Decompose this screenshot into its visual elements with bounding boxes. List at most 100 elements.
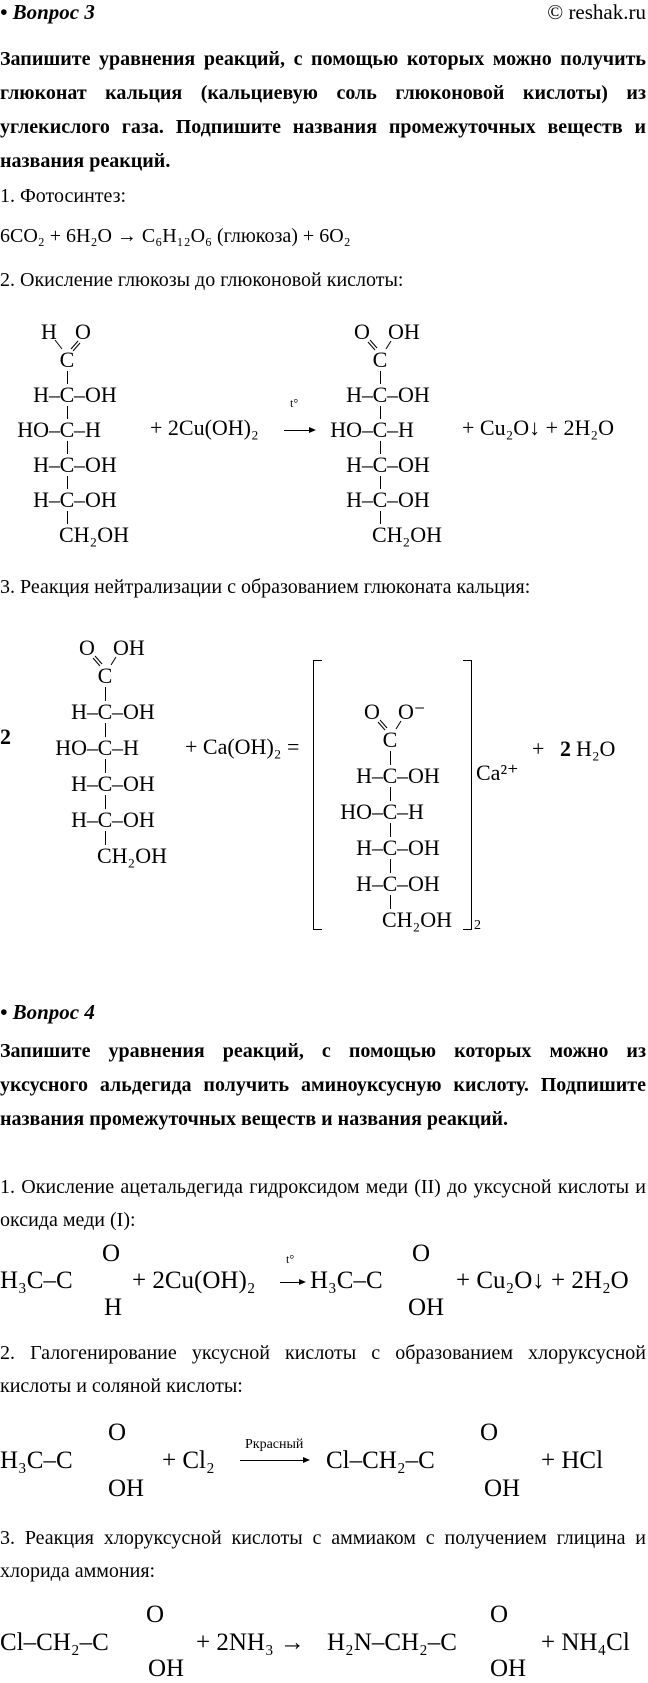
carbon-atom: C — [97, 807, 113, 832]
arrow-label-heat: t° — [290, 396, 299, 410]
substituent-right: –OH — [112, 699, 155, 724]
left-bracket — [313, 660, 322, 930]
question-3-text: Запишите уравнения реакций, с помощью ко… — [0, 48, 646, 172]
question-4-title: • Вопрос 4 — [0, 1000, 95, 1024]
bond-line — [105, 759, 106, 773]
plus-sign: + — [532, 736, 545, 761]
substituent-right: –OH — [74, 487, 117, 512]
substituent-left: H– — [356, 871, 383, 896]
reaction-arrow — [280, 1279, 306, 1285]
hydroxyl-group: OH — [108, 1475, 145, 1502]
bond-line — [390, 895, 391, 909]
bond-line — [105, 831, 106, 845]
bond-line — [380, 371, 381, 384]
top-right-atom: O⁻ — [398, 699, 426, 724]
acetaldehyde: H₃C–C — [0, 1267, 73, 1294]
substituent-left: HO– — [17, 417, 60, 442]
reaction-arrow — [240, 1457, 310, 1463]
bracket-subscript: 2 — [474, 918, 481, 933]
bond-line — [67, 371, 68, 384]
reagent-copper-hydroxide: + 2Cu(OH)₂ — [132, 1267, 256, 1294]
arrow-label-red-phosphorus: Pкрасный — [245, 1437, 304, 1452]
substituent-right: –OH — [397, 871, 440, 896]
carbon-atom: C — [382, 871, 398, 896]
hydroxymethyl-group: CH₂OH — [372, 522, 443, 547]
substituent-right: –OH — [387, 382, 430, 407]
hydroxyl-group: OH — [148, 1655, 185, 1682]
bond-line — [390, 859, 391, 873]
bond-line — [67, 406, 68, 419]
carbon-atom: C — [59, 382, 75, 407]
bond-line — [105, 795, 106, 809]
carbonyl-oxygen: O — [480, 1419, 499, 1446]
acetic-acid: H₃C–C — [310, 1267, 383, 1294]
substituent-right: –OH — [74, 382, 117, 407]
substituent-right: –OH — [387, 487, 430, 512]
q4-step-3-label: 3. Реакция хлоруксусной кислоты с аммиак… — [0, 1527, 646, 1582]
reagent-copper-hydroxide: + 2Cu(OH)₂ — [150, 415, 259, 440]
products-copper-oxide-water: + Cu₂O↓ + 2H₂O — [456, 1267, 629, 1294]
substituent-right: –OH — [397, 763, 440, 788]
carbon-atom: C — [382, 799, 398, 824]
top-bonds — [54, 339, 81, 352]
carbonyl-oxygen: O — [490, 1601, 509, 1628]
carbon-atom: C — [372, 417, 388, 442]
carbon-atom: C — [97, 663, 113, 688]
top-bonds — [367, 339, 392, 351]
bond-line — [380, 476, 381, 489]
carbon-atom: C — [372, 452, 388, 477]
products-copper-oxide-water: + Cu₂O↓ + 2H₂O — [462, 415, 614, 440]
carbon-atom: C — [382, 835, 398, 860]
substituent-left: H– — [346, 487, 373, 512]
question-4-text: Запишите уравнения реакций, с помощью ко… — [0, 1040, 646, 1130]
bond-line — [380, 406, 381, 419]
bond-line — [390, 823, 391, 837]
q4-step-2-label: 2. Галогенирование уксусной кислоты с об… — [0, 1342, 646, 1397]
arrow-label-heat: t° — [286, 1252, 295, 1266]
substituent-left: HO– — [55, 735, 98, 760]
substituent-left: H– — [33, 382, 60, 407]
reagent-ammonia: + 2NH₃ → — [196, 1629, 305, 1656]
substituent-left: HO– — [340, 799, 383, 824]
substituent-right: –H — [112, 735, 139, 760]
carbon-atom: C — [59, 347, 75, 372]
right-bracket — [463, 660, 472, 930]
bond-line — [67, 441, 68, 454]
top-right-atom: OH — [113, 635, 145, 660]
carbon-atom: C — [59, 417, 75, 442]
hydroxyl-group: OH — [490, 1655, 527, 1682]
substituent-left: HO– — [330, 417, 373, 442]
photosynthesis-equation: 6CO₂ + 6H₂O → C₆H₁₂O₆ (глюкоза) + 6O₂ — [0, 225, 351, 247]
aldehyde-hydrogen: H — [104, 1294, 123, 1321]
acetic-acid: H₃C–C — [0, 1447, 73, 1474]
hydroxymethyl-group: CH₂OH — [59, 522, 130, 547]
ammonium-chloride: + NH₄Cl — [541, 1629, 630, 1656]
coefficient: 2 — [0, 724, 11, 749]
chloroacetic-acid: Cl–CH₂–C — [0, 1629, 109, 1656]
question-3-title: • Вопрос 3 — [0, 0, 95, 24]
substituent-left: H– — [356, 763, 383, 788]
step-1-label: 1. Фотосинтез: — [0, 185, 127, 207]
bond-line — [67, 476, 68, 489]
substituent-right: –OH — [387, 452, 430, 477]
substituent-right: –H — [397, 799, 424, 824]
carbonyl-oxygen: O — [412, 1240, 431, 1267]
chloroacetic-acid: Cl–CH₂–C — [326, 1447, 435, 1474]
bond-line — [67, 511, 68, 524]
carbon-atom: C — [372, 487, 388, 512]
carbon-atom: C — [382, 727, 398, 752]
step-2-label: 2. Окисление глюкозы до глюконовой кисло… — [0, 269, 404, 291]
carbon-atom: C — [97, 699, 113, 724]
substituent-left: H– — [346, 452, 373, 477]
reagent-calcium-hydroxide: + Ca(OH)₂ = — [185, 734, 300, 759]
bond-line — [380, 441, 381, 454]
bond-line — [105, 723, 106, 737]
top-bonds — [377, 719, 402, 731]
carbon-atom: C — [382, 763, 398, 788]
top-left-atom: O — [364, 699, 380, 724]
top-bonds — [92, 655, 117, 667]
glycine: H₂N–CH₂–C — [327, 1629, 457, 1656]
substituent-right: –OH — [112, 771, 155, 796]
bond-line — [380, 511, 381, 524]
carbonyl-oxygen: O — [108, 1419, 127, 1446]
